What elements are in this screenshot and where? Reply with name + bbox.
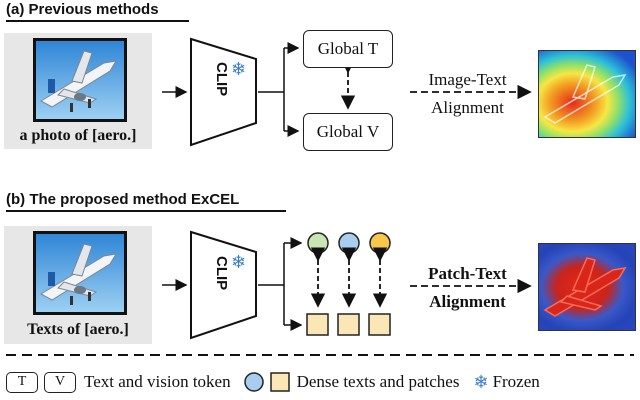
clip-label-b: CLIP	[213, 256, 230, 291]
section-a-underline	[6, 20, 189, 22]
airplane-icon	[39, 243, 117, 305]
alignment-label-a-line2: Alignment	[431, 98, 504, 117]
alignment-label-b-line2: Alignment	[429, 292, 506, 311]
snowflake-icon: ❄	[231, 59, 247, 79]
airplane-photo-b	[33, 231, 127, 315]
patch-square-1	[306, 313, 329, 336]
caption-a: a photo of [aero.]	[19, 127, 137, 144]
legend-snowflake-icon: ❄	[473, 371, 489, 392]
legend-vision-token: V	[44, 371, 76, 393]
dense-text-circle-green	[307, 232, 329, 254]
global-t-box: Global T	[303, 30, 393, 68]
section-b-title: (b) The proposed method ExCEL	[6, 191, 240, 208]
airplane-photo-a	[33, 38, 127, 122]
legend-text-token: T	[6, 371, 38, 393]
airplane-icon	[39, 50, 117, 112]
airplane-silhouette-a	[543, 64, 627, 124]
section-a-title: (a) Previous methods	[6, 1, 159, 18]
caption-b: Texts of [aero.]	[27, 321, 129, 338]
legend-token-label: Text and vision token	[84, 372, 231, 391]
snowflake-icon: ❄	[231, 252, 247, 272]
patch-square-3	[368, 313, 391, 336]
global-v-box: Global V	[303, 113, 393, 151]
attention-heatmap-a	[538, 50, 636, 138]
legend-dense-circle	[243, 372, 264, 392]
airplane-silhouette-b	[543, 257, 627, 317]
legend-dense-label: Dense texts and patches	[296, 372, 460, 391]
section-b-underline	[6, 210, 286, 212]
legend-frozen-label: Frozen	[492, 372, 540, 391]
alignment-label-b-line1: Patch-Text	[428, 264, 507, 283]
alignment-label-a-line1: Image-Text	[428, 70, 507, 89]
attention-heatmap-b	[538, 243, 636, 331]
clip-encoder-a	[190, 37, 257, 147]
legend: T V Text and vision token Dense texts an…	[6, 370, 540, 394]
legend-patch-square	[269, 372, 290, 392]
patch-square-2	[337, 313, 360, 336]
clip-encoder-b	[190, 230, 257, 340]
dense-text-circle-blue	[338, 232, 360, 254]
dense-text-circle-yellow	[369, 232, 391, 254]
